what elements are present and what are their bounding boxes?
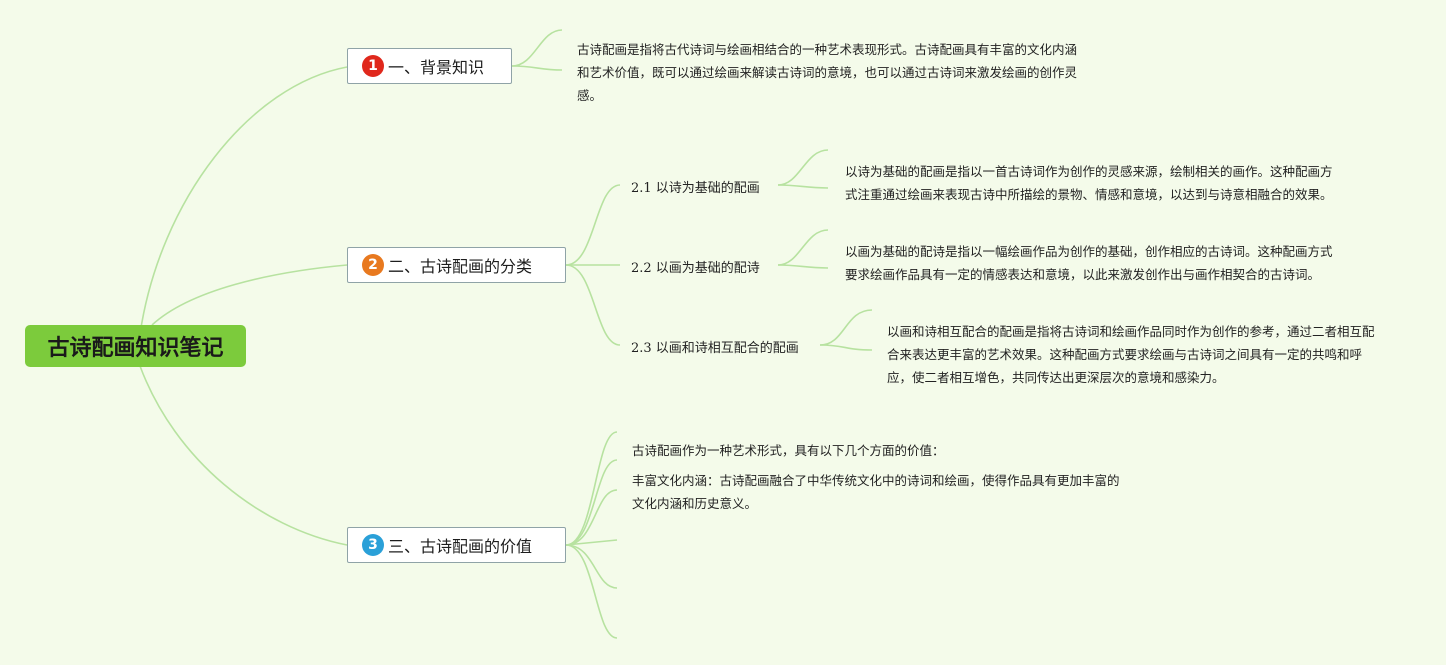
link-topic2-sub3 <box>565 264 621 346</box>
link-topic1-note <box>511 29 563 67</box>
number-badge-2: 2 <box>362 254 384 276</box>
link-sub3-note-b <box>819 344 873 351</box>
link-topic3-item6 <box>565 544 618 639</box>
note-poem-based-painting[interactable]: 以诗为基础的配画是指以一首古诗词作为创作的灵感来源，绘制相关的画作。这种配画方式… <box>845 164 1333 202</box>
topic-label: 二、古诗配画的分类 <box>388 257 533 276</box>
value-cultural-connotation[interactable]: 丰富文化内涵：古诗配画融合了中华传统文化中的诗词和绘画，使得作品具有更加丰富的文… <box>632 473 1120 511</box>
link-root-topic3 <box>139 365 348 546</box>
number-badge-1: 1 <box>362 55 384 77</box>
note-mutual-combination[interactable]: 以画和诗相互配合的配画是指将古诗词和绘画作品同时作为创作的参考，通过二者相互配合… <box>887 324 1375 385</box>
topic-label: 三、古诗配画的价值 <box>388 537 533 556</box>
note-painting-based-poem[interactable]: 以画为基础的配诗是指以一幅绘画作品为创作的基础，创作相应的古诗词。这种配画方式要… <box>845 244 1333 282</box>
link-sub2-note-b <box>777 264 829 269</box>
root-node[interactable]: 古诗配画知识笔记 <box>25 325 246 367</box>
link-topic1-note-b <box>511 65 563 71</box>
link-topic2-sub1 <box>565 184 621 266</box>
link-sub3-note <box>819 309 873 346</box>
link-sub2-note <box>777 229 829 266</box>
subtopic-mutual-combination[interactable]: 2.3 以画和诗相互配合的配画 <box>631 341 799 356</box>
topic-classification[interactable]: 2 二、古诗配画的分类 <box>347 247 566 283</box>
topic-background-knowledge[interactable]: 1 一、背景知识 <box>347 48 512 84</box>
link-topic3-item5 <box>565 544 618 589</box>
link-sub1-note <box>777 149 829 186</box>
link-topic3-item1 <box>565 431 618 546</box>
link-topic3-item2 <box>565 459 618 546</box>
link-root-topic2 <box>151 264 348 326</box>
subtopic-painting-based-poem[interactable]: 2.2 以画为基础的配诗 <box>631 261 760 276</box>
link-sub1-note-b <box>777 184 829 189</box>
link-root-topic1 <box>139 66 348 335</box>
subtopic-poem-based-painting[interactable]: 2.1 以诗为基础的配画 <box>631 181 760 196</box>
topic-value[interactable]: 3 三、古诗配画的价值 <box>347 527 566 563</box>
root-label: 古诗配画知识笔记 <box>47 336 224 361</box>
link-topic3-item4 <box>565 539 618 546</box>
number-badge-3: 3 <box>362 534 384 556</box>
link-topic3-item3 <box>565 489 618 546</box>
note-background[interactable]: 古诗配画是指将古代诗词与绘画相结合的一种艺术表现形式。古诗配画具有丰富的文化内涵… <box>577 42 1078 103</box>
value-intro[interactable]: 古诗配画作为一种艺术形式，具有以下几个方面的价值： <box>632 443 945 458</box>
topic-label: 一、背景知识 <box>388 58 485 77</box>
